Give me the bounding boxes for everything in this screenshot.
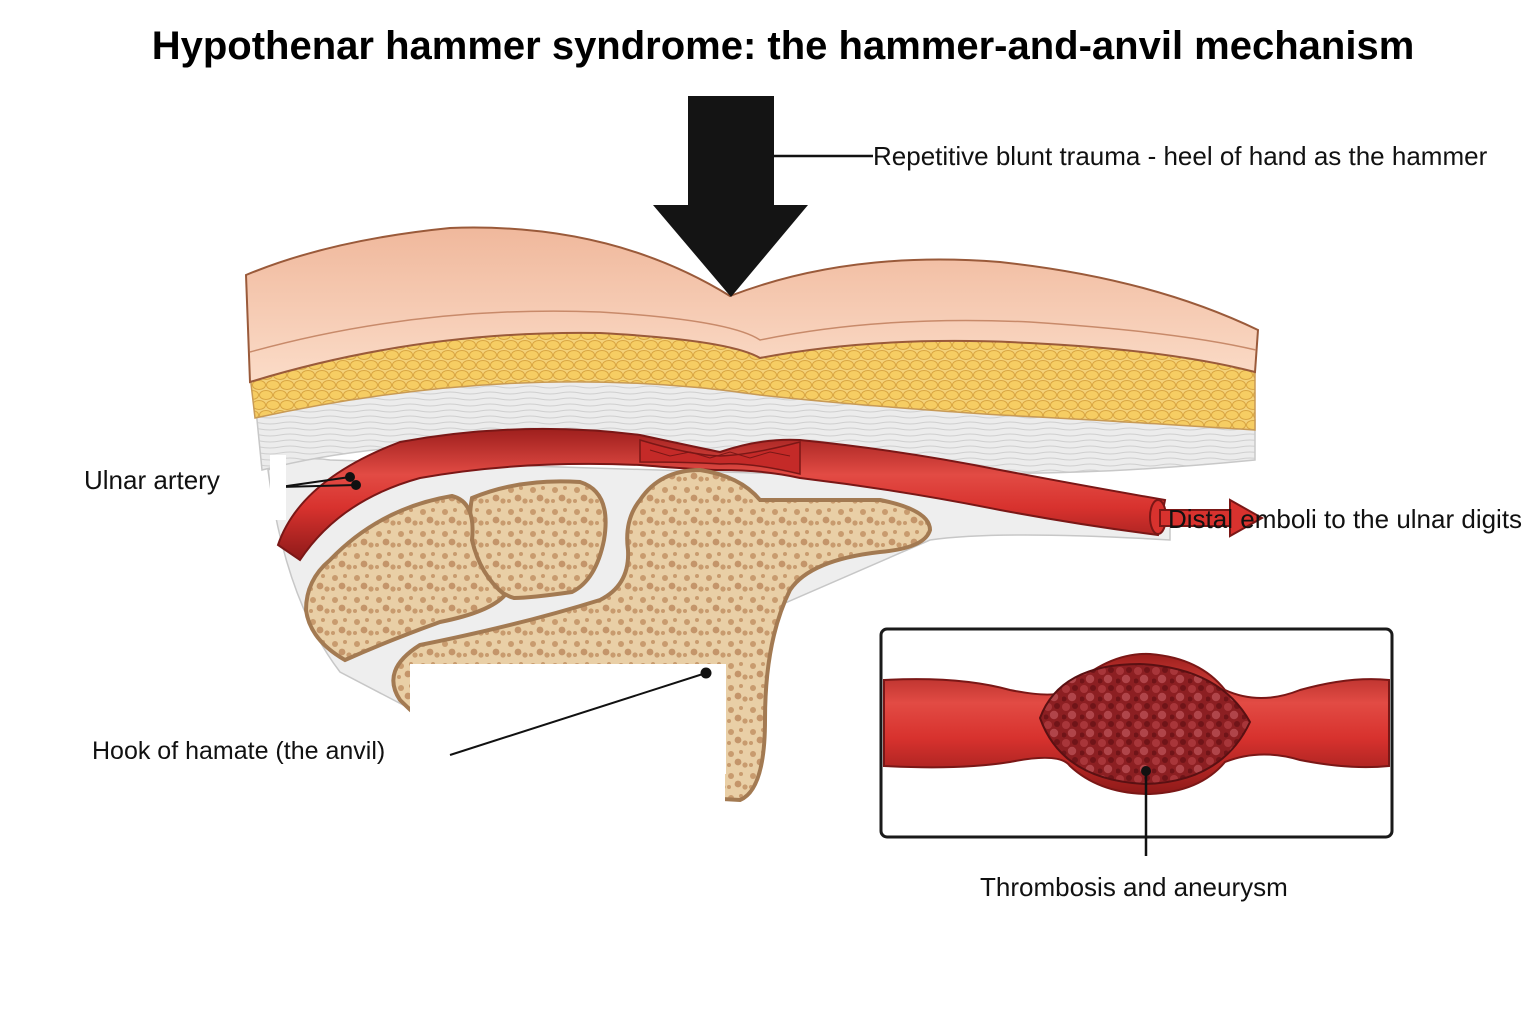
- label-hamate: Hook of hamate (the anvil): [92, 737, 386, 765]
- inset-panel: [879, 627, 1394, 856]
- emboli-arrow: [1159, 498, 1265, 538]
- ulnar-artery: [276, 427, 1167, 562]
- label-emboli: Distal emboli to the ulnar digits: [1168, 504, 1523, 534]
- force-arrow: [653, 96, 808, 297]
- hamate-leader-line: [449, 672, 707, 756]
- label-thrombosis: Thrombosis and aneurysm: [980, 872, 1288, 902]
- diagram-title: Hypothenar hammer syndrome: the hammer-a…: [151, 24, 1415, 68]
- carpal-bone-large: [303, 493, 508, 663]
- label-ulnar-artery: Ulnar artery: [84, 465, 220, 495]
- skin-layer: [244, 226, 1260, 384]
- ulnar-leader-line: [279, 476, 351, 488]
- label-trauma: Repetitive blunt trauma - heel of hand a…: [873, 141, 1488, 171]
